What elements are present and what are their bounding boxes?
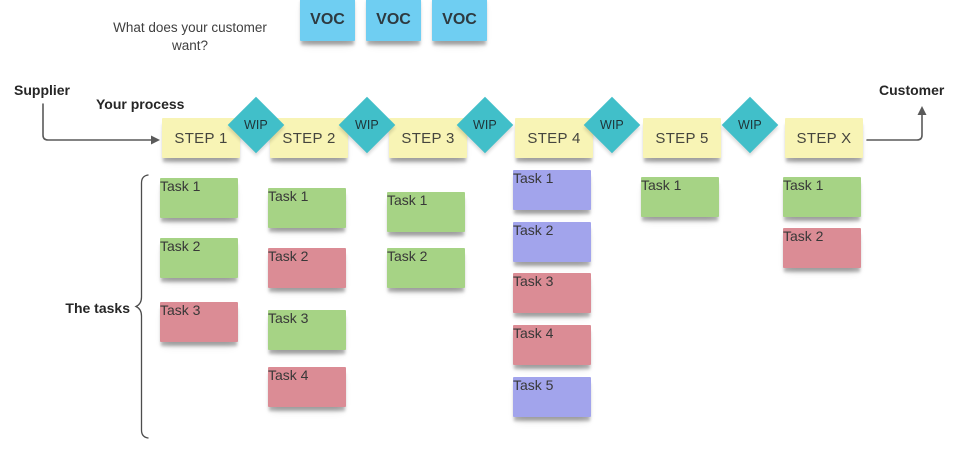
customer-arrow — [866, 106, 927, 141]
task-note-step2-2[interactable]: Task 2 — [268, 248, 346, 288]
task-note-step4-3[interactable]: Task 3 — [513, 273, 591, 313]
task-note-step4-3-label: Task 3 — [513, 273, 554, 289]
task-note-step4-5[interactable]: Task 5 — [513, 377, 591, 417]
task-note-step2-4[interactable]: Task 4 — [268, 367, 346, 407]
step-note-6[interactable]: STEP X — [785, 118, 863, 158]
step-note-2-label: STEP 2 — [282, 129, 336, 147]
step-note-1-label: STEP 1 — [174, 129, 228, 147]
task-note-step6-1[interactable]: Task 1 — [783, 177, 861, 217]
task-note-step6-2[interactable]: Task 2 — [783, 228, 861, 268]
task-note-step2-2-label: Task 2 — [268, 248, 309, 264]
wip-diamond-label: WIP — [355, 117, 379, 132]
task-note-step1-1[interactable]: Task 1 — [160, 178, 238, 218]
step-note-5-label: STEP 5 — [655, 129, 709, 147]
task-note-step6-1-label: Task 1 — [783, 177, 824, 193]
task-note-step2-4-label: Task 4 — [268, 367, 309, 383]
wip-diamond-label: WIP — [738, 117, 762, 132]
task-note-step2-1[interactable]: Task 1 — [268, 188, 346, 228]
your-process-label: Your process — [96, 96, 185, 112]
task-note-step4-2-label: Task 2 — [513, 222, 554, 238]
voc-note-1-label: VOC — [310, 11, 345, 28]
step-note-3[interactable]: STEP 3 — [389, 118, 467, 158]
tasks-brace — [134, 174, 149, 439]
customer-label: Customer — [879, 82, 945, 98]
wip-diamond-5[interactable]: WIP — [721, 96, 779, 154]
task-note-step1-3[interactable]: Task 3 — [160, 302, 238, 342]
voc-note-1[interactable]: VOC — [300, 0, 355, 41]
task-note-step1-1-label: Task 1 — [160, 178, 201, 194]
the-tasks-label: The tasks — [65, 300, 130, 316]
task-note-step3-1-label: Task 1 — [387, 192, 428, 208]
voc-note-3-label: VOC — [442, 11, 477, 28]
step-note-4[interactable]: STEP 4 — [515, 118, 593, 158]
voc-note-2-label: VOC — [376, 11, 411, 28]
task-note-step4-4-label: Task 4 — [513, 325, 554, 341]
task-note-step6-2-label: Task 2 — [783, 228, 824, 244]
voc-note-2[interactable]: VOC — [366, 0, 421, 41]
task-note-step3-1[interactable]: Task 1 — [387, 192, 465, 232]
task-note-step2-1-label: Task 1 — [268, 188, 309, 204]
step-note-4-label: STEP 4 — [527, 129, 581, 147]
task-note-step3-2[interactable]: Task 2 — [387, 248, 465, 288]
task-note-step4-5-label: Task 5 — [513, 377, 554, 393]
task-note-step4-1[interactable]: Task 1 — [513, 170, 591, 210]
task-note-step1-2[interactable]: Task 2 — [160, 238, 238, 278]
voc-note-3[interactable]: VOC — [432, 0, 487, 41]
task-note-step4-2[interactable]: Task 2 — [513, 222, 591, 262]
task-note-step1-2-label: Task 2 — [160, 238, 201, 254]
task-note-step4-4[interactable]: Task 4 — [513, 325, 591, 365]
step-note-3-label: STEP 3 — [401, 129, 455, 147]
wip-diamond-label: WIP — [473, 117, 497, 132]
task-note-step2-3[interactable]: Task 3 — [268, 310, 346, 350]
task-note-step5-1-label: Task 1 — [641, 177, 682, 193]
wip-diamond-label: WIP — [244, 117, 268, 132]
task-note-step3-2-label: Task 2 — [387, 248, 428, 264]
task-note-step4-1-label: Task 1 — [513, 170, 554, 186]
task-note-step1-3-label: Task 3 — [160, 302, 201, 318]
wip-diamond-label: WIP — [600, 117, 624, 132]
supplier-label: Supplier — [14, 82, 71, 98]
customer-question-text: What does your customer want? — [113, 20, 267, 54]
task-note-step2-3-label: Task 3 — [268, 310, 309, 326]
step-note-5[interactable]: STEP 5 — [643, 118, 721, 158]
step-note-6-label: STEP X — [796, 129, 852, 147]
task-note-step5-1[interactable]: Task 1 — [641, 177, 719, 217]
